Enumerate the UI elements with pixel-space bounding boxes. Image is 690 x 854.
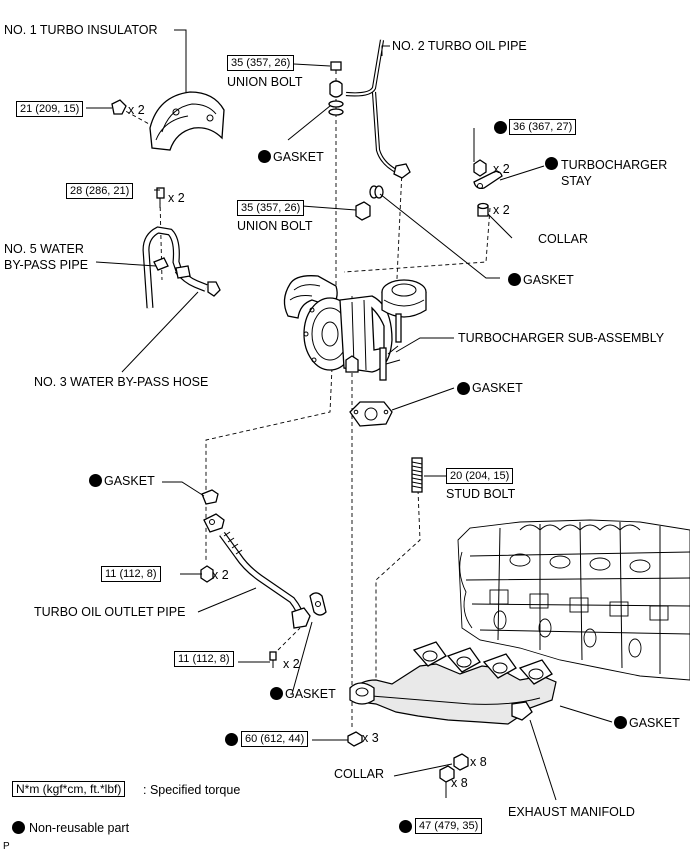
nonreusable-marker-gasket-bottom — [270, 687, 283, 700]
label-stud-bolt: STUD BOLT — [446, 487, 516, 501]
stud-bolt-drawing — [411, 457, 423, 493]
nonreusable-marker-gasket-left — [89, 474, 102, 487]
nonreusable-marker-gasket-flange — [457, 382, 470, 395]
legend-torque-box: N*m (kgf*cm, ft.*lbf) — [12, 781, 126, 797]
label-collar-bottom: COLLAR — [334, 767, 385, 781]
label-gasket-top: GASKET — [273, 150, 324, 164]
nonreusable-marker-manifold-nut — [225, 733, 238, 746]
engine-block-drawing — [457, 519, 690, 681]
nonreusable-marker-stay-nut — [494, 121, 507, 134]
label-turbocharger-stay: TURBOCHARGER STAY — [561, 158, 668, 188]
nonreusable-marker-stay — [545, 157, 558, 170]
qty-insulator-bolt: x 2 — [128, 103, 145, 117]
label-gasket-right: GASKET — [523, 273, 574, 287]
label-oil-outlet-pipe: TURBO OIL OUTLET PIPE — [34, 605, 186, 619]
nonreusable-marker-collar-nut — [399, 820, 412, 833]
torque-insulator-bolt: 21 (209, 15) — [16, 101, 84, 117]
turbocharger-drawing — [283, 275, 427, 381]
torque-outlet-nut: 11 (112, 8) — [101, 566, 161, 582]
exhaust-manifold-drawing — [347, 641, 557, 783]
label-gasket-flange: GASKET — [472, 381, 523, 395]
label-union-bolt-mid: UNION BOLT — [237, 219, 313, 233]
torque-union-bolt-mid: 35 (357, 26) — [237, 200, 305, 216]
qty-collar-right: x 2 — [493, 203, 510, 217]
label-turbocharger-sub-assembly: TURBOCHARGER SUB-ASSEMBLY — [458, 331, 665, 345]
label-water-bypass-hose: NO. 3 WATER BY-PASS HOSE — [34, 375, 209, 389]
qty-water-pipe-bolt: x 2 — [168, 191, 185, 205]
torque-outlet-bolt: 11 (112, 8) — [174, 651, 234, 667]
legend-nonreusable-text: Non-reusable part — [29, 821, 130, 835]
legend-torque-text: : Specified torque — [143, 783, 241, 797]
torque-stay-nut: 36 (367, 27) — [509, 119, 577, 135]
torque-water-pipe-bolt: 28 (286, 21) — [66, 183, 134, 199]
legend-nonreusable-marker — [12, 821, 25, 834]
qty-manifold-nut: x 3 — [362, 731, 379, 745]
leader-lines — [86, 29, 613, 801]
torque-manifold-nut: 60 (612, 44) — [241, 731, 309, 747]
torque-collar-nut: 47 (479, 35) — [415, 818, 483, 834]
label-union-bolt-top: UNION BOLT — [227, 75, 303, 89]
label-gasket-bottom: GASKET — [285, 687, 336, 701]
qty-stay-nut: x 2 — [493, 162, 510, 176]
qty-outlet-bolt: x 2 — [283, 657, 300, 671]
nonreusable-marker-gasket-top — [258, 150, 271, 163]
label-turbo-insulator: NO. 1 TURBO INSULATOR — [4, 23, 158, 37]
oil-pipe-drawing — [328, 39, 411, 221]
turbo-insulator-drawing — [111, 91, 225, 151]
label-gasket-manifold: GASKET — [629, 716, 680, 730]
label-gasket-left: GASKET — [104, 474, 155, 488]
qty-collar-nut: x 8 — [451, 776, 468, 790]
alignment-dashed-lines — [119, 78, 491, 730]
oil-outlet-pipe-drawing — [200, 489, 327, 668]
label-exhaust-manifold: EXHAUST MANIFOLD — [508, 805, 635, 819]
torque-stud-bolt: 20 (204, 15) — [446, 468, 514, 484]
nonreusable-marker-gasket-manifold — [614, 716, 627, 729]
turbo-stay-drawing — [473, 159, 503, 217]
figure-code: P — [3, 841, 10, 852]
qty-collar-bottom: x 8 — [470, 755, 487, 769]
label-water-bypass-pipe: NO. 5 WATER BY-PASS PIPE — [4, 242, 89, 272]
label-collar-right: COLLAR — [538, 232, 589, 246]
water-bypass-drawing — [142, 187, 221, 309]
flange-gasket-drawing — [349, 401, 393, 427]
qty-outlet-nut: x 2 — [212, 568, 229, 582]
torque-union-bolt-top: 35 (357, 26) — [227, 55, 295, 71]
nonreusable-marker-gasket-right — [508, 273, 521, 286]
label-turbo-oil-pipe: NO. 2 TURBO OIL PIPE — [392, 39, 527, 53]
